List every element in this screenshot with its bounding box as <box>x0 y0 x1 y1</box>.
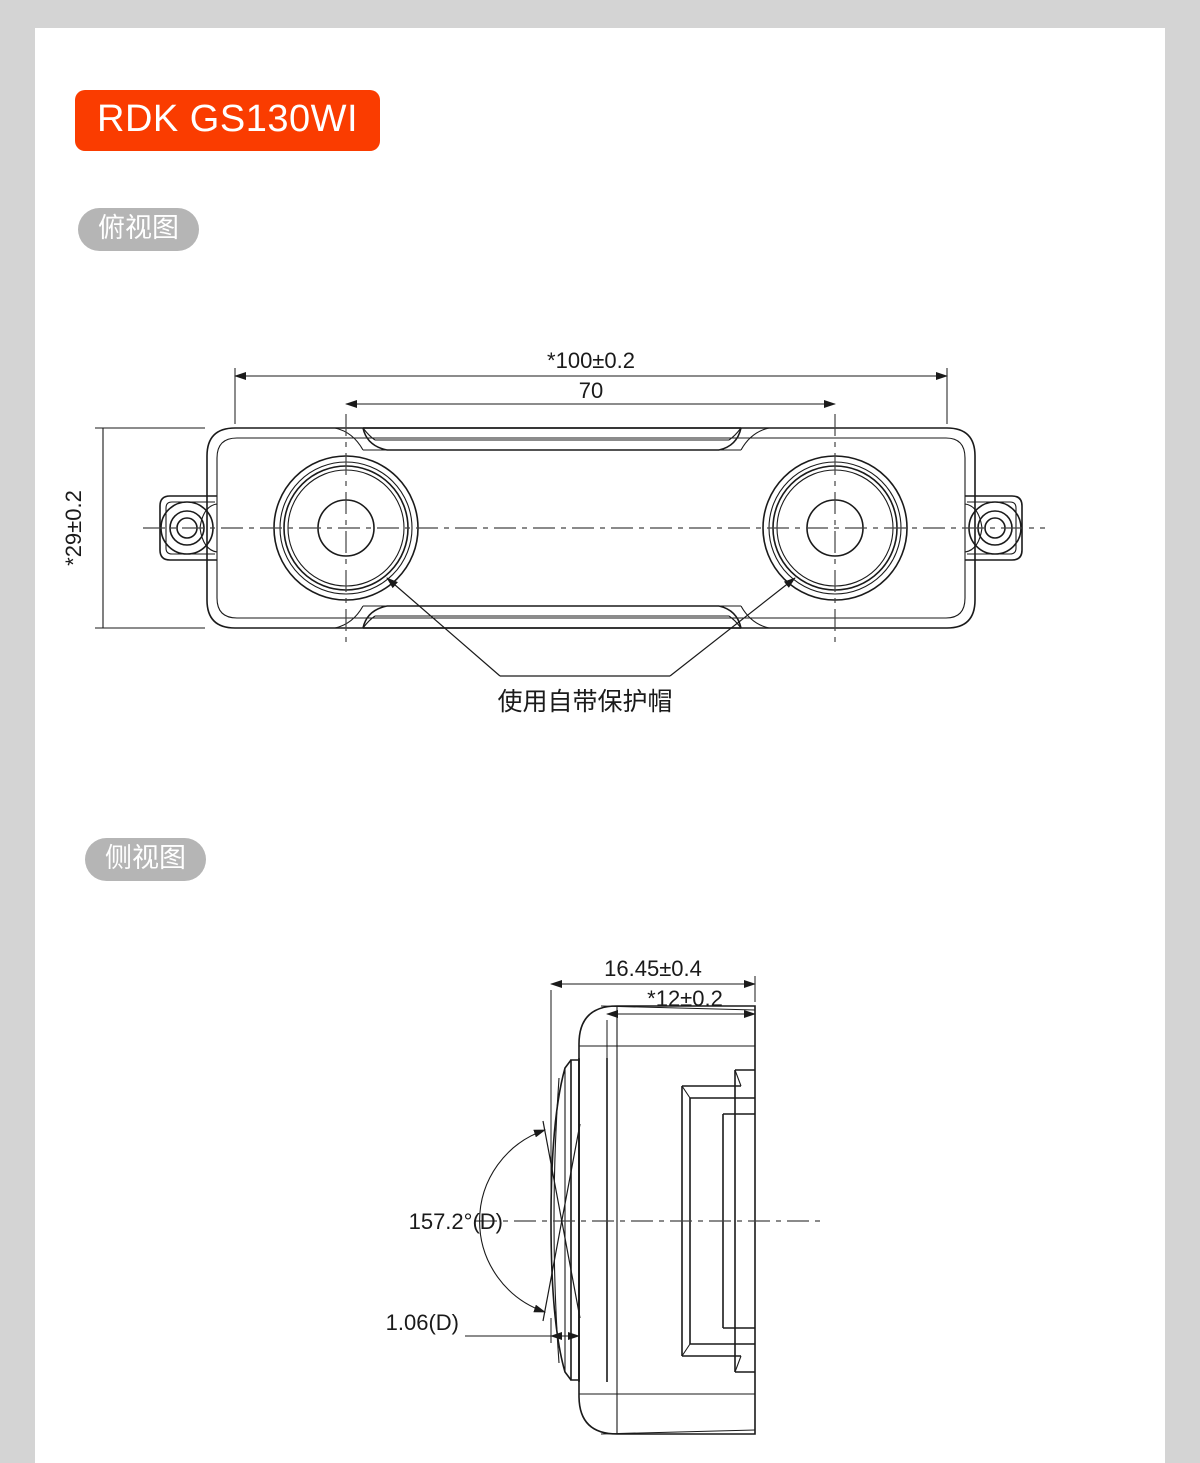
dimension-hole-spacing-label: 70 <box>579 378 603 403</box>
protective-cap-note: 使用自带保护帽 <box>497 688 672 716</box>
lens-protrusion <box>550 1059 580 1381</box>
lens-angle-annotation: 157.2°(D) <box>409 1120 581 1322</box>
model-title-badge: RDK GS130WI <box>75 90 381 151</box>
section-badge-side-view: 侧视图 <box>85 838 206 881</box>
dimension-overall-length-label: *100±0.2 <box>547 348 635 373</box>
dimension-body-depth: *12±0.2 <box>606 986 756 1058</box>
housing-bottom-band <box>334 605 770 629</box>
top-view-svg: *100±0.2 70 *29±0.2 使用自带保护帽 <box>61 348 1045 716</box>
lens-protrusion-label: 1.06(D) <box>386 1310 459 1335</box>
side-view-drawing: 157.2°(D) 1.06(D) 16.45±0.4 * <box>35 918 1165 1463</box>
overall-depth-label: 16.45±0.4 <box>604 956 702 981</box>
drawing-sheet: RDK GS130WI 俯视图 <box>35 28 1165 1463</box>
side-body-outline <box>578 1005 756 1435</box>
dimension-overall-depth: 16.45±0.4 <box>550 956 756 1218</box>
top-view-drawing: *100±0.2 70 *29±0.2 使用自带保护帽 <box>35 328 1165 788</box>
center-lines <box>143 414 1045 646</box>
dimension-hole-spacing: 70 <box>345 378 836 408</box>
body-depth-label: *12±0.2 <box>647 986 723 1011</box>
section-badge-top-view: 俯视图 <box>78 208 199 251</box>
protective-cap-callout: 使用自带保护帽 <box>386 577 796 716</box>
side-bezel <box>578 1058 608 1382</box>
housing-top-band <box>334 427 770 451</box>
lens-angle-label: 157.2°(D) <box>409 1209 503 1234</box>
dimension-overall-length: *100±0.2 <box>234 348 948 424</box>
dimension-overall-height: *29±0.2 <box>61 427 205 629</box>
housing-outline <box>206 427 976 629</box>
side-view-svg: 157.2°(D) 1.06(D) 16.45±0.4 * <box>386 956 825 1435</box>
dimension-overall-height-label: *29±0.2 <box>61 490 86 566</box>
dimension-lens-protrusion: 1.06(D) <box>386 1310 580 1384</box>
